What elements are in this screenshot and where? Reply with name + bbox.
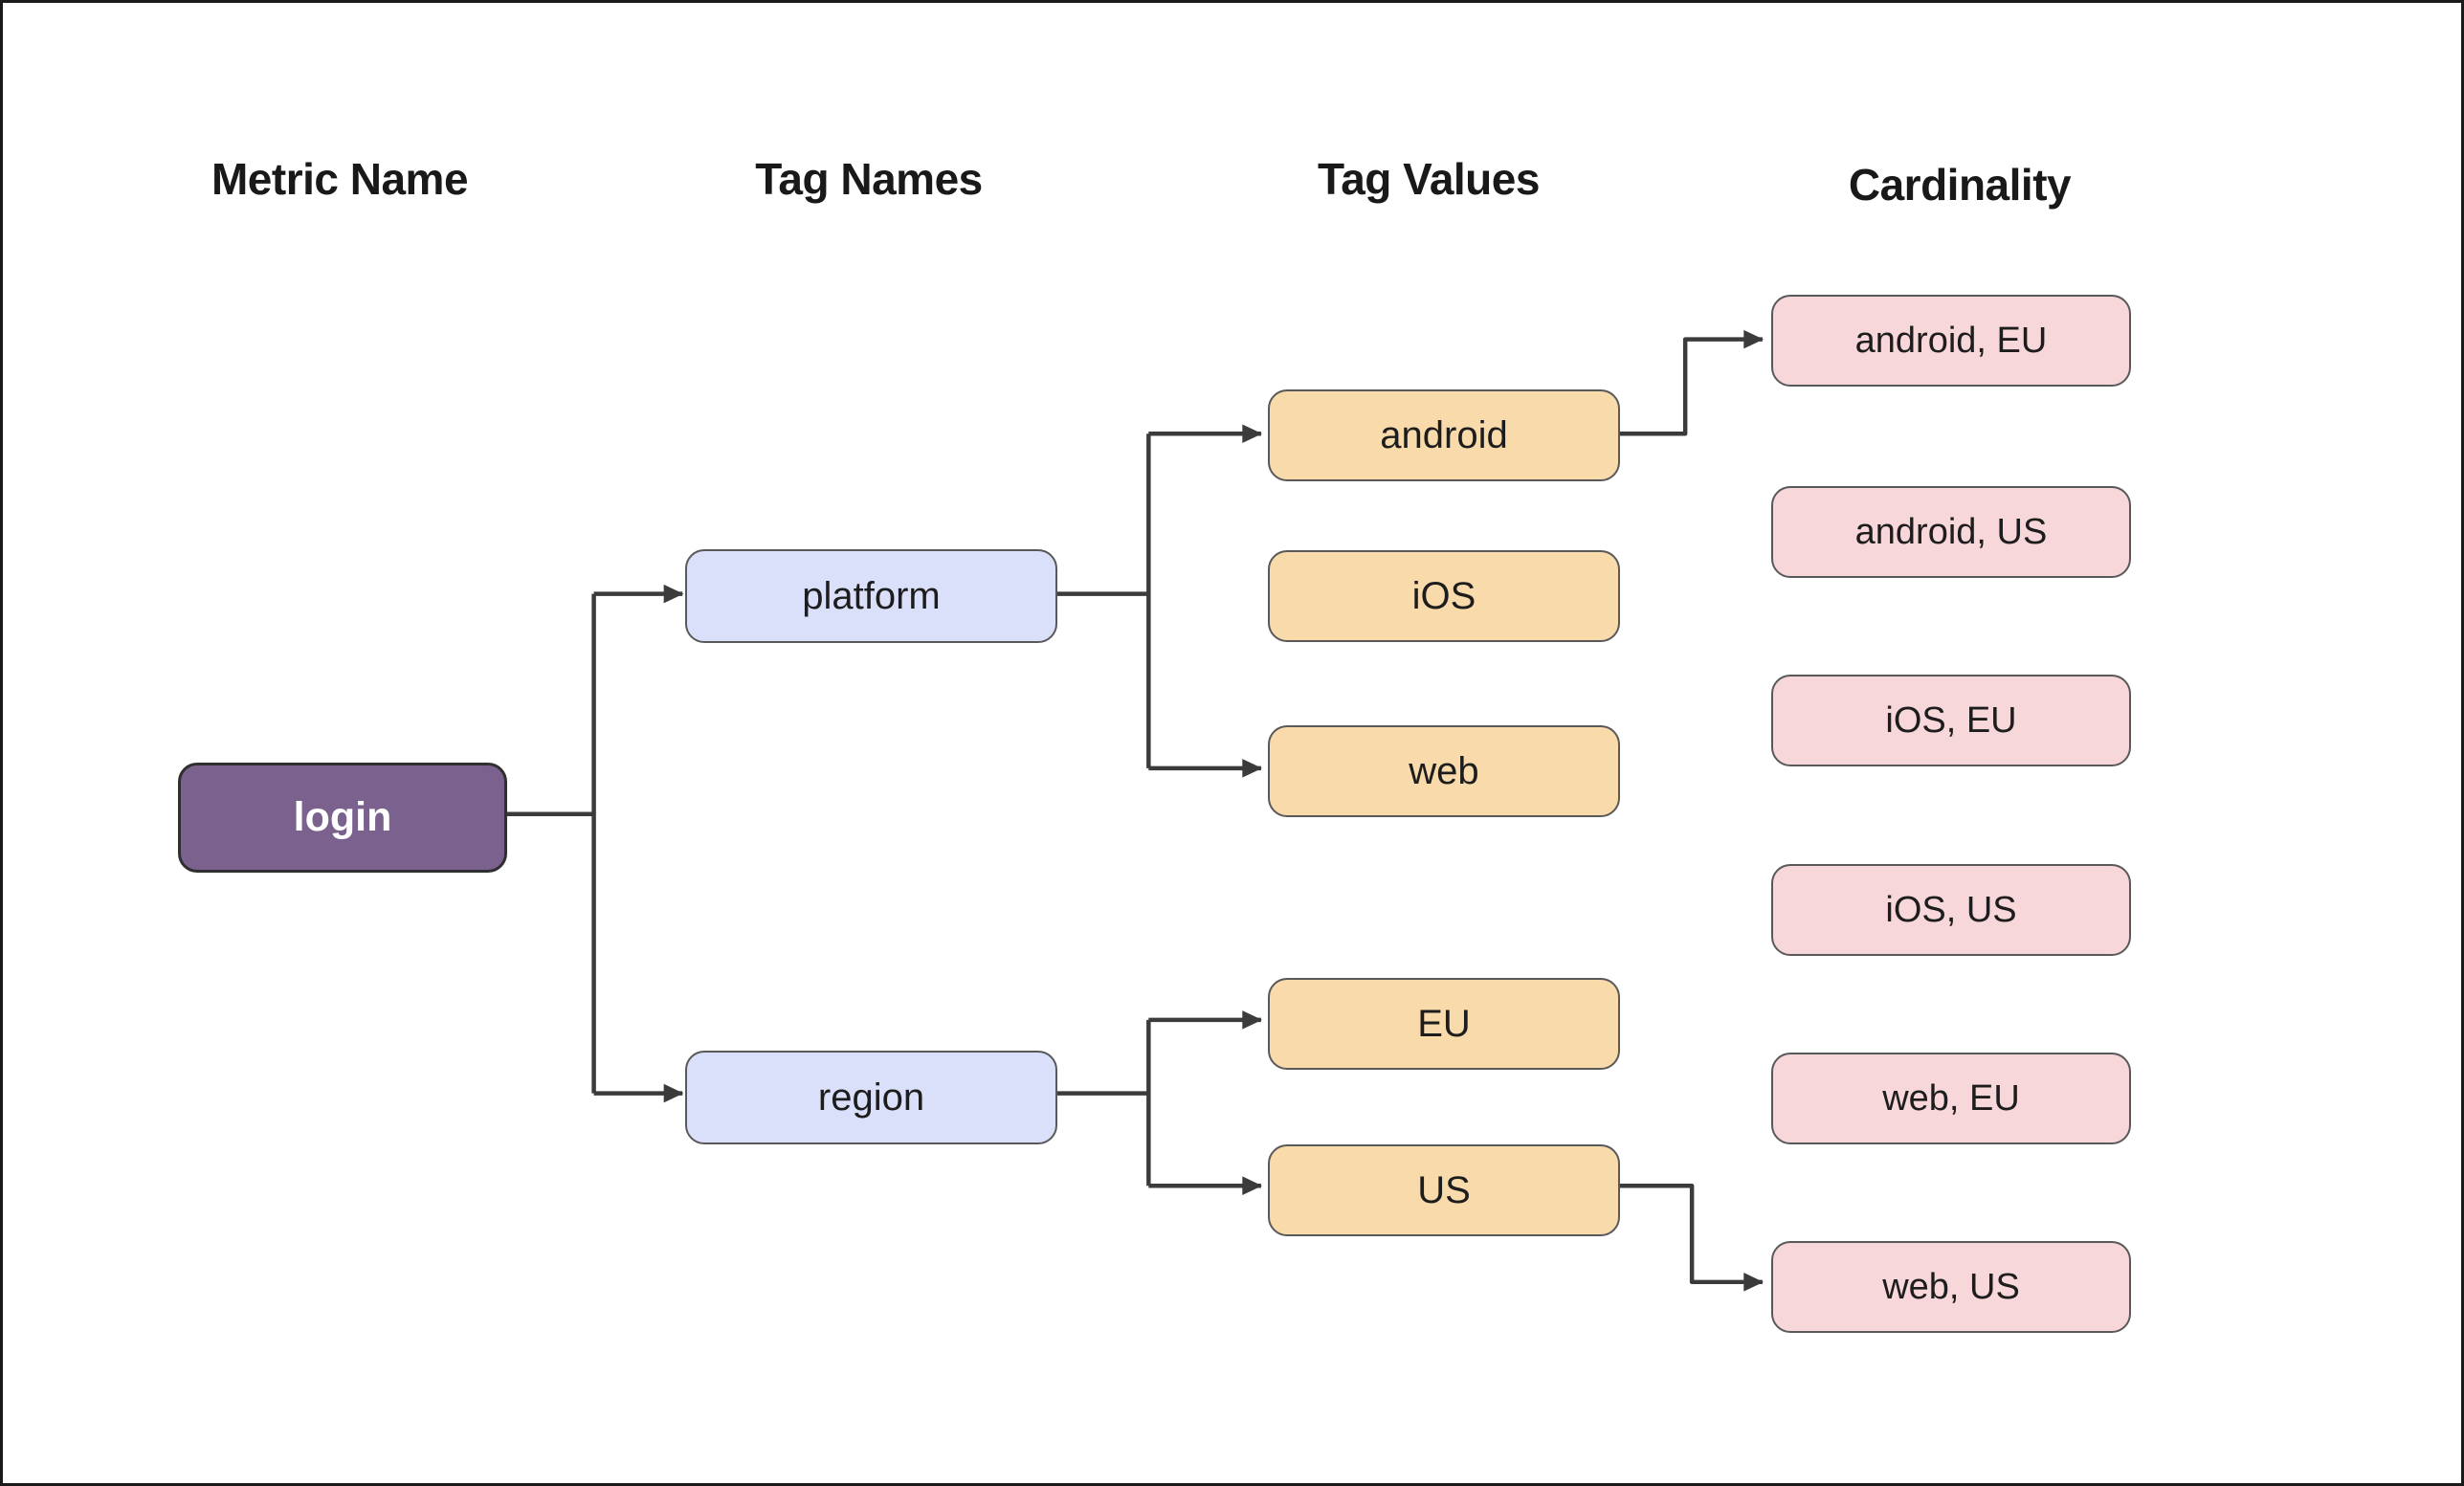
- node-ios: iOS: [1268, 550, 1620, 642]
- node-login: login: [178, 763, 507, 873]
- node-region-label: region: [817, 1076, 925, 1119]
- column-header-tag-names: Tag Names: [755, 154, 983, 204]
- node-platform: platform: [685, 549, 1057, 643]
- node-card-android-eu-label: android, EU: [1854, 320, 2048, 361]
- node-eu-label: EU: [1417, 1002, 1471, 1045]
- node-platform-label: platform: [802, 574, 941, 617]
- node-us-label: US: [1417, 1168, 1471, 1211]
- column-header-cardinality: Cardinality: [1848, 160, 2072, 210]
- node-web: web: [1268, 725, 1620, 817]
- node-eu: EU: [1268, 978, 1620, 1070]
- node-region: region: [685, 1051, 1057, 1144]
- column-header-metric-name: Metric Name: [211, 154, 469, 204]
- node-login-label: login: [293, 794, 392, 840]
- node-ios-label: iOS: [1411, 574, 1476, 617]
- edges-layer: [506, 329, 1764, 1292]
- node-card-android-eu: android, EU: [1771, 295, 2131, 387]
- node-card-android-us: android, US: [1771, 486, 2131, 578]
- column-header-tag-values: Tag Values: [1318, 154, 1540, 204]
- node-card-ios-us-label: iOS, US: [1885, 889, 2017, 930]
- edge-android-android-eu: [1615, 329, 1764, 436]
- node-card-ios-eu: iOS, EU: [1771, 675, 2131, 766]
- node-web-label: web: [1409, 749, 1479, 792]
- node-card-ios-eu-label: iOS, EU: [1885, 699, 2017, 741]
- node-card-web-eu: web, EU: [1771, 1053, 2131, 1144]
- node-card-web-eu-label: web, EU: [1882, 1077, 2020, 1119]
- node-card-ios-us: iOS, US: [1771, 864, 2131, 956]
- node-android-label: android: [1380, 413, 1508, 456]
- edge-us-web-us: [1615, 1183, 1764, 1292]
- node-card-android-us-label: android, US: [1854, 511, 2048, 552]
- node-android: android: [1268, 389, 1620, 481]
- node-us: US: [1268, 1144, 1620, 1236]
- node-card-web-us-label: web, US: [1882, 1266, 2020, 1307]
- node-card-web-us: web, US: [1771, 1241, 2131, 1333]
